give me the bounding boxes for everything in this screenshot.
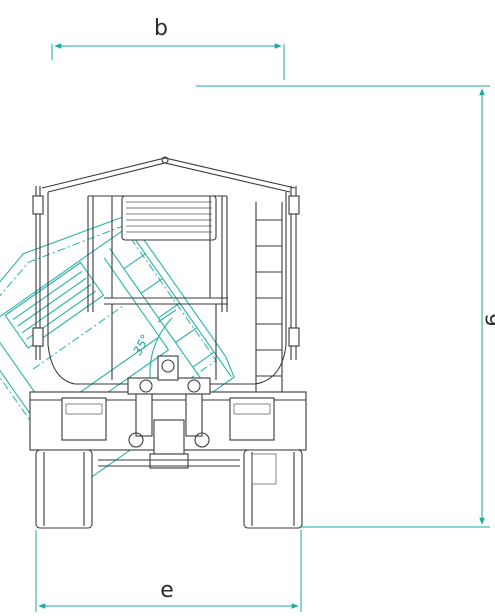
tilt-angle-label: 35° — [130, 332, 152, 357]
upright-body — [32, 156, 300, 470]
handrail — [87, 195, 228, 380]
dimension-g-label: g — [484, 313, 495, 327]
dimension-e: e — [35, 530, 302, 612]
tilted-body-outline — [0, 209, 235, 482]
left-wheel — [35, 449, 93, 529]
chassis — [29, 355, 307, 529]
dimension-b: b — [51, 16, 285, 80]
central-valve-block — [98, 355, 240, 469]
right-wheel — [243, 449, 303, 529]
roof-line — [41, 157, 296, 189]
rear-grille — [121, 195, 217, 241]
dimension-e-label: e — [160, 578, 174, 603]
dimension-b-label: b — [154, 16, 168, 41]
dimension-g: g — [196, 85, 495, 528]
left-lamp-box — [61, 397, 107, 441]
right-lamp-box — [229, 397, 275, 441]
grille-lines — [126, 201, 212, 233]
